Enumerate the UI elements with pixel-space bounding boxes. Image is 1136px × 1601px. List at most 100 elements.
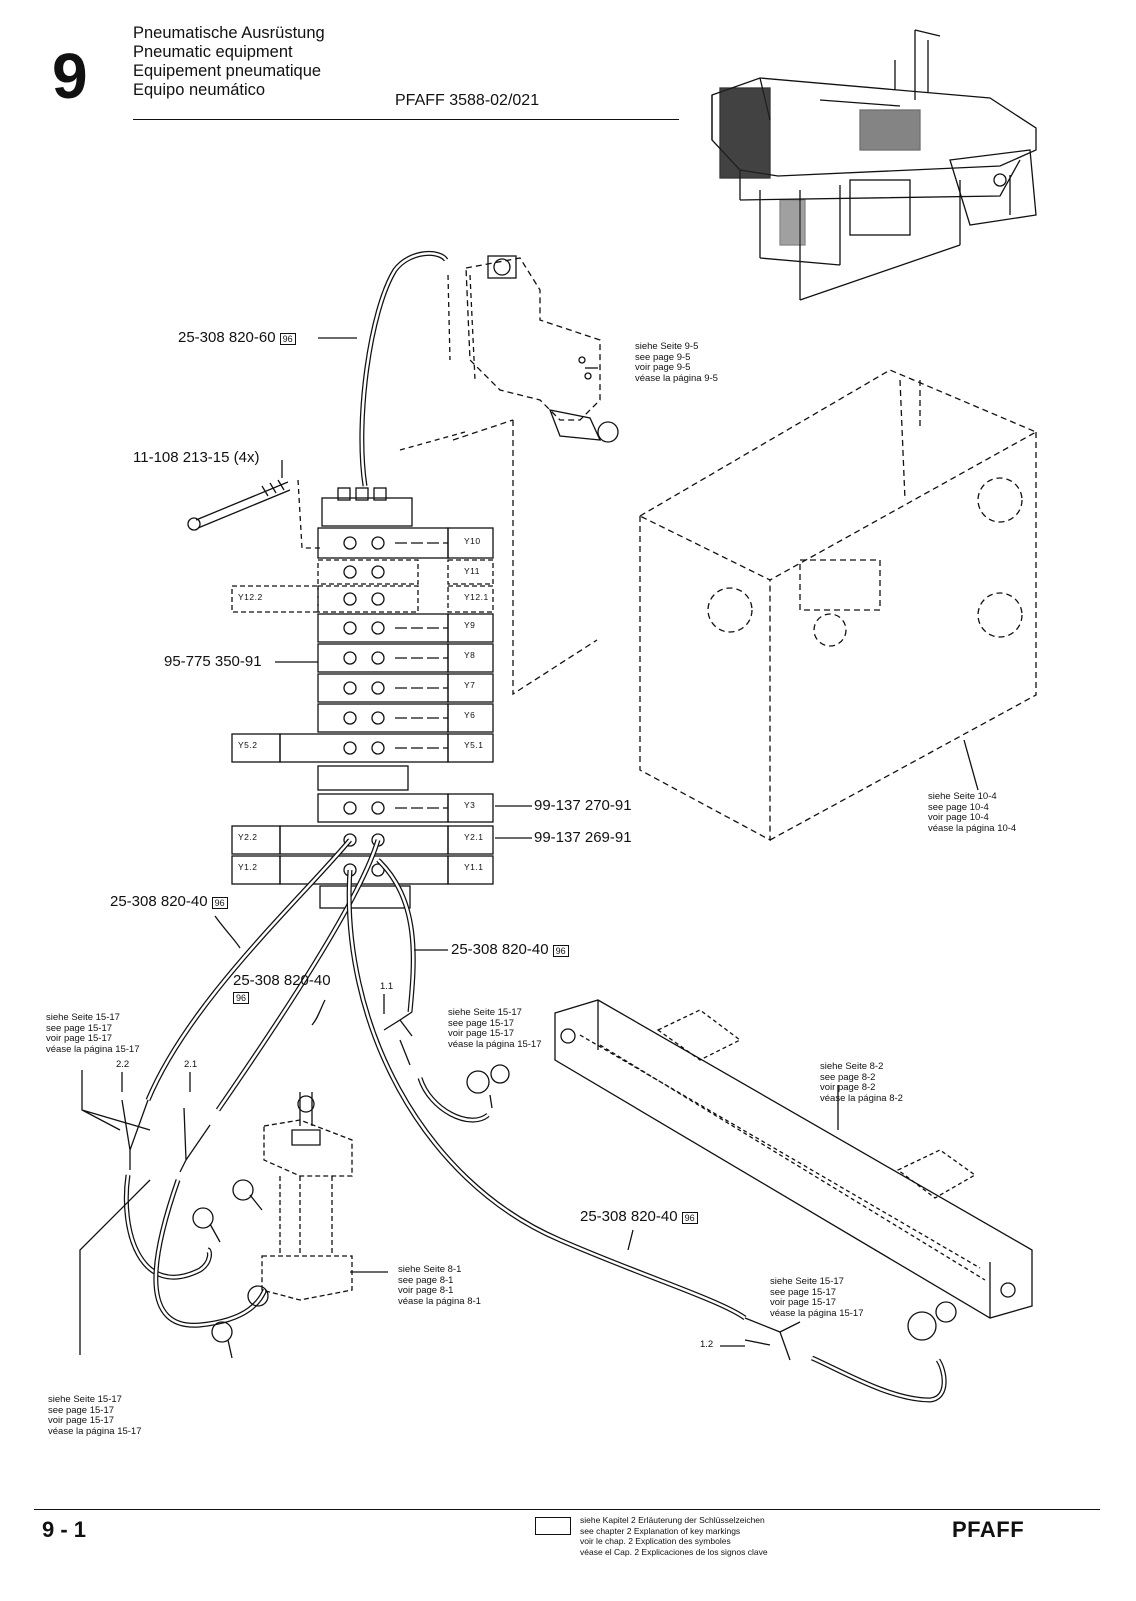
- linear-cylinder: [554, 999, 1033, 1319]
- reference-line: siehe Seite 15-17: [46, 1012, 120, 1023]
- solenoid-valve-top: [465, 255, 619, 443]
- reference-line: see page 8-2: [820, 1071, 876, 1083]
- valve-label-y7: Y7: [464, 680, 476, 690]
- valve-block-stack: [231, 487, 494, 909]
- reference-page-8-1: siehe Seite 8-1 see page 8-1 voir page 8…: [398, 1264, 481, 1307]
- callout-screw: 11-108 213-15 (4x): [133, 449, 260, 466]
- page-number: 9 - 1: [42, 1517, 87, 1542]
- title-block: Pneumatische Ausrüstung Pneumatic equipm…: [133, 24, 325, 100]
- reference-line: voir page 10-4: [928, 812, 989, 823]
- reference-line: see page 15-17: [46, 1022, 113, 1034]
- valve-label-y12-2: Y12.2: [238, 592, 263, 602]
- callout-hose-40-c: 25-308 820-40 96: [233, 973, 331, 1005]
- valve-label-y1-1: Y1.1: [464, 862, 484, 872]
- reference-line: see page 15-17: [770, 1286, 837, 1298]
- key-marking-symbol: [535, 1517, 571, 1535]
- port-label-2-1: 2.1: [184, 1059, 198, 1070]
- chapter-number: 9: [52, 40, 88, 112]
- valve-label-y11: Y11: [464, 566, 480, 576]
- reference-line: siehe Seite 15-17: [448, 1007, 522, 1018]
- valve-label-y3: Y3: [464, 800, 476, 810]
- valve-label-y10: Y10: [464, 536, 481, 546]
- title-french: Equipement pneumatique: [133, 62, 322, 80]
- reference-line: see page 15-17: [448, 1017, 515, 1029]
- legend-line: véase el Cap. 2 Explicaciones de los sig…: [580, 1546, 768, 1557]
- key-mark-badge: 96: [211, 897, 228, 909]
- valve-label-y8: Y8: [464, 650, 476, 660]
- callout-hose-60-text: 25-308 820-60: [178, 329, 276, 346]
- reference-line: voir page 8-1: [398, 1285, 454, 1296]
- reference-page-15-17-mid: siehe Seite 15-17 see page 15-17 voir pa…: [448, 1007, 542, 1050]
- reference-line: voir page 8-2: [820, 1082, 876, 1093]
- valve-label-y1-2: Y1.2: [238, 862, 258, 872]
- valve-label-y5-1: Y5.1: [464, 740, 484, 750]
- port-label-1-2: 1.2: [700, 1339, 714, 1350]
- reference-line: siehe Seite 8-1: [398, 1264, 462, 1275]
- legend-line: siehe Kapitel 2 Erläuterung der Schlüsse…: [580, 1515, 765, 1525]
- reference-line: siehe Seite 15-17: [48, 1394, 122, 1405]
- footer-rule: [34, 1509, 1100, 1510]
- reference-line: voir page 15-17: [48, 1415, 115, 1426]
- valve-label-y5-2: Y5.2: [238, 740, 258, 750]
- reference-line: see page 9-5: [635, 351, 691, 363]
- callout-valve-block: 95-775 350-91: [164, 653, 262, 670]
- reference-line: véase la página 9-5: [635, 372, 718, 384]
- callout-hose-40-d-text: 25-308 820-40: [580, 1208, 678, 1225]
- key-mark-badge: 96: [552, 945, 569, 957]
- reference-line: véase la página 8-1: [398, 1295, 481, 1307]
- reference-line: véase la página 15-17: [770, 1307, 864, 1319]
- reference-line: véase la página 15-17: [46, 1043, 140, 1055]
- valve-label-y6: Y6: [464, 710, 476, 720]
- callout-hose-40-b-text: 25-308 820-40: [451, 941, 549, 958]
- model-number: PFAFF 3588-02/021: [395, 92, 540, 109]
- reference-line: siehe Seite 15-17: [770, 1276, 844, 1287]
- hose-top: [359, 250, 449, 487]
- title-spanish: Equipo neumático: [133, 81, 266, 99]
- reference-line: see page 10-4: [928, 801, 989, 813]
- reference-line: voir page 15-17: [448, 1028, 515, 1039]
- callout-hose-40-c-text: 25-308 820-40: [233, 972, 331, 989]
- callout-part-270: 99-137 270-91: [534, 797, 632, 814]
- callout-part-269: 99-137 269-91: [534, 829, 632, 846]
- hose-long: [346, 869, 747, 1321]
- reference-page-9-5: siehe Seite 9-5 see page 9-5 voir page 9…: [635, 341, 718, 384]
- reference-line: siehe Seite 9-5: [635, 341, 699, 352]
- reference-line: siehe Seite 8-2: [820, 1061, 884, 1072]
- header-rule: [133, 119, 679, 120]
- reference-page-15-17-bottom: siehe Seite 15-17 see page 15-17 voir pa…: [48, 1394, 142, 1437]
- reference-line: voir page 15-17: [46, 1033, 113, 1044]
- key-mark-badge: 96: [279, 333, 296, 345]
- callout-hose-40-a-text: 25-308 820-40: [110, 893, 208, 910]
- valve-label-y9: Y9: [464, 620, 476, 630]
- key-mark-badge: 96: [233, 992, 250, 1004]
- title-english: Pneumatic equipment: [133, 43, 293, 61]
- title-german: Pneumatische Ausrüstung: [133, 24, 325, 42]
- reference-line: see page 8-1: [398, 1274, 454, 1286]
- key-mark-badge: 96: [681, 1212, 698, 1224]
- reference-page-8-2: siehe Seite 8-2 see page 8-2 voir page 8…: [820, 1061, 903, 1104]
- reference-page-15-17-right: siehe Seite 15-17 see page 15-17 voir pa…: [770, 1276, 864, 1319]
- legend-line: voir le chap. 2 Explication des symboles: [580, 1536, 731, 1546]
- reference-line: see page 15-17: [48, 1404, 115, 1416]
- reference-page-15-17-left: siehe Seite 15-17 see page 15-17 voir pa…: [46, 1012, 140, 1055]
- control-cabinet: [638, 369, 1038, 842]
- machine-overview-illustration: [711, 29, 1037, 301]
- reference-line: voir page 9-5: [635, 362, 691, 373]
- reference-line: voir page 15-17: [770, 1297, 837, 1308]
- key-marking-legend: siehe Kapitel 2 Erläuterung der Schlüsse…: [580, 1515, 768, 1557]
- valve-label-y2-2: Y2.2: [238, 832, 258, 842]
- reference-line: véase la página 15-17: [48, 1425, 142, 1437]
- legend-line: see chapter 2 Explanation of key marking…: [580, 1525, 741, 1536]
- reference-line: véase la página 10-4: [928, 822, 1017, 834]
- brand-logo: PFAFF: [952, 1517, 1025, 1542]
- port-label-1-1: 1.1: [380, 981, 394, 992]
- valve-label-y12-1: Y12.1: [464, 592, 489, 602]
- pneumatic-cylinder: [261, 1092, 353, 1301]
- valve-label-y2-1: Y2.1: [464, 832, 484, 842]
- screw-11-108: [187, 479, 291, 531]
- reference-page-10-4: siehe Seite 10-4 see page 10-4 voir page…: [928, 791, 1017, 834]
